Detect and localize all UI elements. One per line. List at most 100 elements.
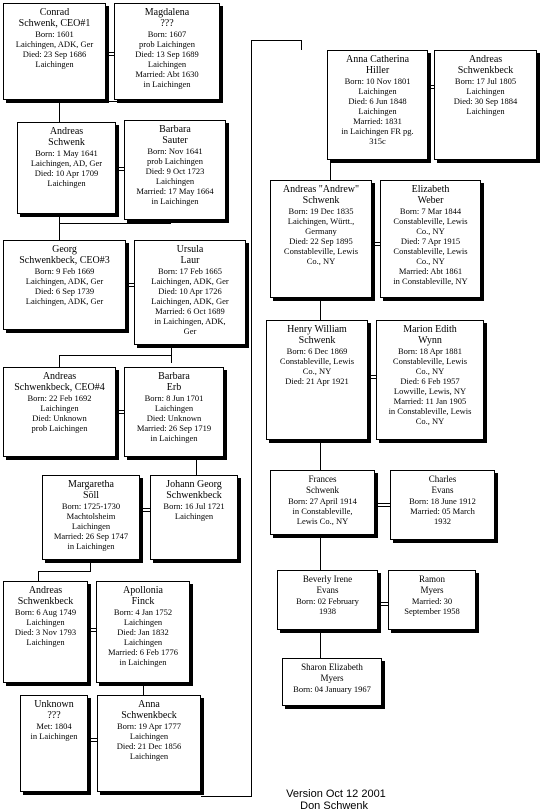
person-name: Andreas Schwenkbeck xyxy=(17,585,74,607)
link-line xyxy=(301,40,302,50)
person-card-henry-william-schwenk: Henry William Schwenk Born: 6 Dec 1869 C… xyxy=(266,320,368,440)
link-line xyxy=(143,683,144,695)
person-card-magdalena: Magdalena ??? Born: 1607 prob Laichingen… xyxy=(114,3,220,100)
person-details: Married: 30 September 1958 xyxy=(404,596,460,616)
person-name: Henry William Schwenk xyxy=(287,324,347,346)
person-details: Born: 22 Feb 1692 Laichingen Died: Unkno… xyxy=(27,393,92,433)
person-card-anna-catherina-hiller: Anna Catherina Hiller Born: 10 Nov 1801 … xyxy=(327,50,428,160)
person-details: Born: 02 February 1938 xyxy=(296,596,359,616)
person-name: Anna Schwenkbeck xyxy=(121,699,177,721)
person-name: Barbara Sauter xyxy=(159,124,191,146)
author-label: Don Schwenk xyxy=(300,800,368,812)
link-line xyxy=(320,440,321,470)
person-card-margaretha-soll: Margaretha Söll Born: 1725-1730 Machtols… xyxy=(42,475,140,560)
person-details: Born: Nov 1641 prob Laichingen Died: 9 O… xyxy=(136,146,214,206)
person-details: Met: 1804 in Laichingen xyxy=(30,721,78,741)
link-line xyxy=(59,215,60,240)
person-details: Born: 19 Dec 1835 Laichingen, Württ., Ge… xyxy=(283,206,359,266)
link-line xyxy=(251,40,301,41)
person-card-andreas-schwenk: Andreas Schwenk Born: 1 May 1641 Laichin… xyxy=(17,122,116,214)
marriage-link xyxy=(88,628,96,632)
marriage-link xyxy=(372,242,380,246)
link-line xyxy=(59,355,172,356)
person-name: Andreas Schwenk xyxy=(48,126,85,148)
person-card-andreas-schwenkbeck-1749: Andreas Schwenkbeck Born: 6 Aug 1749 Lai… xyxy=(3,581,88,683)
link-line xyxy=(59,102,60,122)
marriage-link xyxy=(368,375,376,379)
person-details: Born: 17 Feb 1665 Laichingen, ADK, Ger D… xyxy=(151,266,229,336)
version-label: Version Oct 12 2001 xyxy=(286,788,386,800)
person-card-unknown: Unknown ??? Met: 1804 in Laichingen xyxy=(20,695,88,792)
person-details: Born: 6 Aug 1749 Laichingen Died: 3 Nov … xyxy=(14,607,77,647)
marriage-link xyxy=(375,503,390,507)
person-card-marion-edith-wynn: Marion Edith Wynn Born: 18 Apr 1881 Cons… xyxy=(376,320,484,440)
link-line xyxy=(38,571,39,581)
person-card-charles-evans: Charles Evans Born: 18 June 1912 Married… xyxy=(390,470,495,540)
link-line xyxy=(330,160,331,180)
marriage-link xyxy=(116,167,124,171)
footer: Version Oct 12 2001 Don Schwenk xyxy=(280,776,386,812)
person-details: Born: 04 January 1967 xyxy=(293,684,371,694)
person-name: Margaretha Söll xyxy=(68,479,114,501)
person-card-johann-georg-schwenkbeck: Johann Georg Schwenkbeck Born: 16 Jul 17… xyxy=(150,475,238,560)
person-card-sharon-elizabeth-myers: Sharon Elizabeth Myers Born: 04 January … xyxy=(282,658,382,706)
person-name: Elizabeth Weber xyxy=(411,184,450,206)
person-name: Barbara Erb xyxy=(158,371,190,393)
person-card-andreas-schwenkbeck-1805: Andreas Schwenkbeck Born: 17 Jul 1805 La… xyxy=(434,50,537,160)
person-card-barbara-erb: Barbara Erb Born: 8 Jun 1701 Laichingen … xyxy=(124,367,224,457)
marriage-link xyxy=(378,602,388,606)
link-line xyxy=(320,300,321,320)
link-line xyxy=(251,40,252,796)
person-details: Born: 1725-1730 Machtolsheim Laichingen … xyxy=(53,501,129,551)
person-details: Born: 27 April 1914 in Constableville, L… xyxy=(288,496,357,526)
person-card-barbara-sauter: Barbara Sauter Born: Nov 1641 prob Laich… xyxy=(124,120,226,220)
marriage-link xyxy=(88,738,97,742)
link-line xyxy=(171,345,172,363)
person-name: Magdalena ??? xyxy=(144,7,190,29)
person-details: Born: 19 Apr 1777 Laichingen Died: 21 De… xyxy=(116,721,182,761)
link-line xyxy=(59,101,171,102)
link-line xyxy=(90,560,91,572)
link-line xyxy=(201,796,252,797)
link-line xyxy=(59,355,60,367)
link-line xyxy=(38,571,91,572)
person-details: Born: 18 June 1912 Married: 05 March 193… xyxy=(409,496,476,526)
person-name: Ramon Myers xyxy=(419,574,445,595)
link-line xyxy=(320,630,321,658)
person-card-andreas-schwenkbeck-ceo4: Andreas Schwenkbeck, CEO#4 Born: 22 Feb … xyxy=(3,367,116,457)
marriage-link xyxy=(126,283,134,287)
person-name: Conrad Schwenk, CEO#1 xyxy=(18,7,91,29)
person-name: Ursula Laur xyxy=(176,244,204,266)
person-card-andreas-andrew-schwenk: Andreas "Andrew" Schwenk Born: 19 Dec 18… xyxy=(270,180,372,298)
link-line xyxy=(320,535,321,570)
person-name: Frances Schwenk xyxy=(306,474,339,495)
marriage-link xyxy=(116,410,124,414)
person-name: Georg Schwenkbeck, CEO#3 xyxy=(19,244,110,266)
person-details: Born: 7 Mar 1844 Constableville, Lewis C… xyxy=(393,206,468,286)
person-details: Born: 6 Dec 1869 Constableville, Lewis C… xyxy=(279,346,355,386)
person-name: Andreas "Andrew" Schwenk xyxy=(282,184,360,206)
marriage-link xyxy=(140,508,150,512)
person-name: Unknown ??? xyxy=(34,699,74,721)
person-name: Beverly Irene Evans xyxy=(302,574,353,595)
person-card-ursula-laur: Ursula Laur Born: 17 Feb 1665 Laichingen… xyxy=(134,240,246,345)
person-card-anna-schwenkbeck: Anna Schwenkbeck Born: 19 Apr 1777 Laich… xyxy=(97,695,201,792)
person-details: Born: 10 Nov 1801 Laichingen Died: 6 Jun… xyxy=(341,76,414,146)
person-name: Sharon Elizabeth Myers xyxy=(301,662,363,683)
link-line xyxy=(59,223,171,224)
person-name: Andreas Schwenkbeck, CEO#4 xyxy=(14,371,105,393)
person-details: Born: 16 Jul 1721 Laichingen xyxy=(163,501,225,521)
person-details: Born: 9 Feb 1669 Laichingen, ADK, Ger Di… xyxy=(25,266,104,306)
person-card-georg-schwenkbeck: Georg Schwenkbeck, CEO#3 Born: 9 Feb 166… xyxy=(3,240,126,330)
person-name: Charles Evans xyxy=(428,474,457,495)
marriage-link xyxy=(106,52,114,56)
person-details: Born: 1607 prob Laichingen Died: 13 Sep … xyxy=(135,29,199,89)
person-card-ramon-myers: Ramon Myers Married: 30 September 1958 xyxy=(388,570,476,630)
person-card-elizabeth-weber: Elizabeth Weber Born: 7 Mar 1844 Constab… xyxy=(380,180,481,298)
person-details: Born: 1601 Laichingen, ADK, Ger Died: 23… xyxy=(15,29,94,69)
link-line xyxy=(196,457,197,475)
person-name: Johann Georg Schwenkbeck xyxy=(166,479,222,501)
person-name: Marion Edith Wynn xyxy=(403,324,457,346)
person-card-frances-schwenk: Frances Schwenk Born: 27 April 1914 in C… xyxy=(270,470,375,535)
person-name: Apollonia Finck xyxy=(123,585,163,607)
